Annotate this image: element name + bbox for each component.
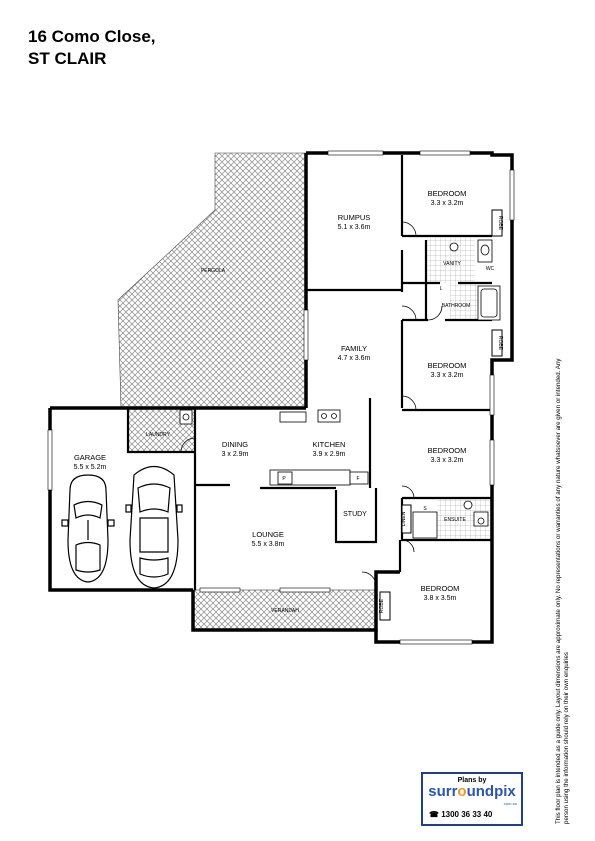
phone-number: ☎ 1300 36 33 40: [429, 810, 492, 819]
lounge-label: LOUNGE: [252, 530, 284, 539]
car-sedan: [125, 465, 183, 589]
pergola-area: [117, 152, 307, 409]
dining-size: 3 x 2.9m: [222, 451, 249, 458]
robe-bed4: [379, 591, 391, 621]
kitchen-label: KITCHEN: [313, 440, 346, 449]
bedroom2-size: 3.3 x 3.2m: [431, 372, 464, 379]
study-label: STUDY: [343, 511, 367, 518]
rumpus-label: RUMPUS: [338, 213, 371, 222]
address-line-street: 16 Como Close,: [28, 27, 156, 46]
linen-label: LINEN: [401, 511, 407, 526]
laundry-label: LAUNDRY: [146, 432, 170, 438]
dining-label: DINING: [222, 440, 248, 449]
brand-part-o: o: [457, 783, 467, 800]
kitchen-size: 3.9 x 2.9m: [313, 451, 346, 458]
address-line-suburb: ST CLAIR: [28, 49, 107, 68]
garage-size: 5.5 x 5.2m: [74, 464, 107, 471]
bedroom4-size: 3.8 x 3.5m: [424, 595, 457, 602]
pantry-label: P: [282, 476, 286, 482]
car-convertible: [61, 474, 115, 583]
verandah-area: [192, 589, 376, 631]
rumpus-size: 5.1 x 3.6m: [338, 224, 371, 231]
brand-name: surroundpix: [423, 784, 521, 800]
fridge-label: F: [356, 476, 359, 482]
robe3-label: ROBE: [379, 598, 385, 613]
linen-cupboard: [401, 504, 412, 534]
family-size: 4.7 x 3.6m: [338, 355, 371, 362]
brand-domain: .com.au: [502, 801, 517, 806]
kitchen-fixtures: [269, 409, 369, 486]
bedroom1-label: BEDROOM: [428, 189, 467, 198]
verandah-label: VERANDAH: [271, 608, 299, 614]
windows: [47, 150, 515, 645]
bathroom-floor: [450, 283, 478, 321]
surroundpix-logo: Plans by surroundpix .com.au ☎ 1300 36 3…: [421, 772, 523, 826]
ensuite-label: ENSUITE: [444, 517, 466, 523]
property-address: 16 Como Close, ST CLAIR: [28, 26, 156, 70]
wc-label: WC: [486, 266, 495, 272]
robe1-label: ROBE: [497, 216, 503, 231]
pergola-label: PERGOLA: [201, 268, 226, 274]
garage-label: GARAGE: [74, 453, 106, 462]
interior-walls: [126, 155, 492, 590]
family-label: FAMILY: [341, 344, 367, 353]
bedroom3-label: BEDROOM: [428, 446, 467, 455]
bedroom1-size: 3.3 x 3.2m: [431, 200, 464, 207]
brand-part-b: undpix: [466, 783, 516, 800]
door-swings: [180, 221, 443, 587]
bathroom-fixtures: [179, 239, 501, 539]
robe-bed1: [491, 209, 503, 237]
robe2-label: ROBE: [497, 336, 503, 351]
disclaimer-text: This floor plan is intended as a guide o…: [555, 358, 570, 824]
phone-icon: ☎: [429, 810, 442, 819]
phone-text: 1300 36 33 40: [441, 810, 493, 819]
robe-bed2: [491, 329, 503, 357]
bathroom-label: BATHROOM: [442, 303, 471, 309]
linen-l-label: L: [440, 286, 443, 292]
shower-label: S: [423, 506, 427, 512]
bedroom3-size: 3.3 x 3.2m: [431, 457, 464, 464]
plans-by-label: Plans by: [457, 777, 487, 784]
vanity-label: VANITY: [443, 261, 461, 267]
bedroom4-label: BEDROOM: [421, 584, 460, 593]
lounge-size: 5.5 x 3.8m: [252, 541, 285, 548]
bedroom2-label: BEDROOM: [428, 361, 467, 370]
brand-part-a: surr: [428, 783, 458, 800]
